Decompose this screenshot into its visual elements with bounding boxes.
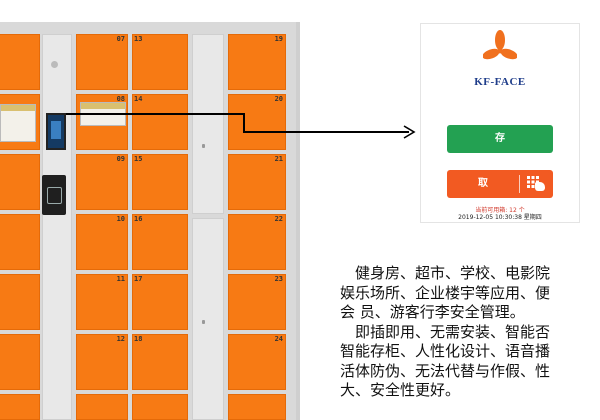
door-number: 13 (134, 35, 143, 43)
door-number: 07 (116, 35, 125, 43)
door-number: 09 (116, 155, 125, 163)
door-number: 21 (274, 155, 283, 163)
locker-door[interactable]: 08 (76, 94, 128, 150)
kf-face-logo-icon (483, 30, 517, 60)
app-screen: KF-FACE 存 取 当前可用箱: 12 个 2019-12-05 10:30… (421, 24, 579, 222)
door-number: 23 (274, 275, 283, 283)
tap-hand-icon (535, 182, 545, 191)
locker-door[interactable]: 21 (228, 154, 286, 210)
description-line: 智能存柜、人性化设计、语音播 (340, 342, 551, 360)
description-line: 活体防伪、无法代替与作假、性 (340, 361, 551, 380)
available-lockers-text: 当前可用箱: 12 个 (475, 207, 525, 214)
door-number: 14 (134, 95, 143, 103)
datetime-text: 2019-12-05 10:30:38 星期四 (458, 214, 542, 221)
locker-door[interactable]: 23 (228, 274, 286, 330)
door-number: 24 (274, 335, 283, 343)
locker-cabinet: 07 08 09 10 11 12 13 14 15 16 17 18 19 2… (0, 22, 300, 420)
locker-door[interactable] (0, 274, 40, 330)
description-line: 健身房、超市、学校、电影院 (340, 264, 551, 282)
locker-door[interactable]: 19 (228, 34, 286, 90)
locker-door[interactable]: 09 (76, 154, 128, 210)
description-line: 大、安全性更好。 (340, 381, 461, 399)
locker-door[interactable] (132, 394, 188, 420)
connector-line (243, 113, 245, 132)
locker-door[interactable]: 11 (76, 274, 128, 330)
description-line: 即插即用、无需安装、智能否 (340, 322, 551, 341)
take-button[interactable]: 取 (447, 170, 553, 198)
door-handle (202, 144, 205, 148)
locker-door[interactable] (0, 334, 40, 390)
large-locker-door[interactable] (192, 34, 224, 214)
locker-door[interactable] (0, 214, 40, 270)
take-button-label: 取 (478, 178, 488, 189)
locker-door[interactable] (76, 394, 128, 420)
locker-door[interactable] (0, 154, 40, 210)
locker-door[interactable]: 20 (228, 94, 286, 150)
arrow-head-icon (403, 125, 416, 139)
store-button-label: 存 (495, 133, 505, 144)
door-number: 17 (134, 275, 143, 283)
door-number: 11 (116, 275, 125, 283)
store-button[interactable]: 存 (447, 125, 553, 153)
locker-door[interactable]: 17 (132, 274, 188, 330)
connector-line (66, 113, 244, 115)
door-number: 12 (116, 335, 125, 343)
connector-line (243, 131, 409, 133)
locker-door[interactable] (0, 34, 40, 90)
locker-door[interactable] (0, 394, 40, 420)
door-number: 16 (134, 215, 143, 223)
door-number: 15 (134, 155, 143, 163)
locker-door[interactable] (228, 394, 286, 420)
locker-door[interactable] (0, 94, 40, 150)
door-number: 22 (274, 215, 283, 223)
locker-door[interactable]: 07 (76, 34, 128, 90)
locker-door[interactable]: 10 (76, 214, 128, 270)
control-panel-pillar (42, 34, 72, 420)
locker-door[interactable]: 13 (132, 34, 188, 90)
door-number: 20 (274, 95, 283, 103)
door-handle (202, 320, 205, 324)
locker-door[interactable]: 24 (228, 334, 286, 390)
locker-door[interactable]: 16 (132, 214, 188, 270)
product-description: 健身房、超市、学校、电影院 娱乐场所、企业楼宇等应用、便 会 员、游客行李安全管… (340, 264, 600, 401)
large-locker-door[interactable] (192, 218, 224, 420)
card-reader[interactable] (42, 175, 66, 215)
nfc-icon (47, 187, 62, 204)
touch-screen[interactable] (46, 113, 66, 150)
door-number: 19 (274, 35, 283, 43)
locker-door[interactable]: 14 (132, 94, 188, 150)
door-number: 18 (134, 335, 143, 343)
brand-name: KF-FACE (474, 76, 526, 88)
description-line: 娱乐场所、企业楼宇等应用、便 (340, 283, 551, 302)
locker-door[interactable]: 15 (132, 154, 188, 210)
door-number: 08 (116, 95, 125, 103)
locker-door[interactable]: 18 (132, 334, 188, 390)
description-line: 会 员、游客行李安全管理。 (340, 303, 525, 321)
locker-door[interactable]: 12 (76, 334, 128, 390)
button-divider (519, 175, 520, 193)
locker-door[interactable]: 22 (228, 214, 286, 270)
door-number: 10 (116, 215, 125, 223)
camera-icon (51, 61, 58, 68)
instruction-card (0, 104, 36, 142)
